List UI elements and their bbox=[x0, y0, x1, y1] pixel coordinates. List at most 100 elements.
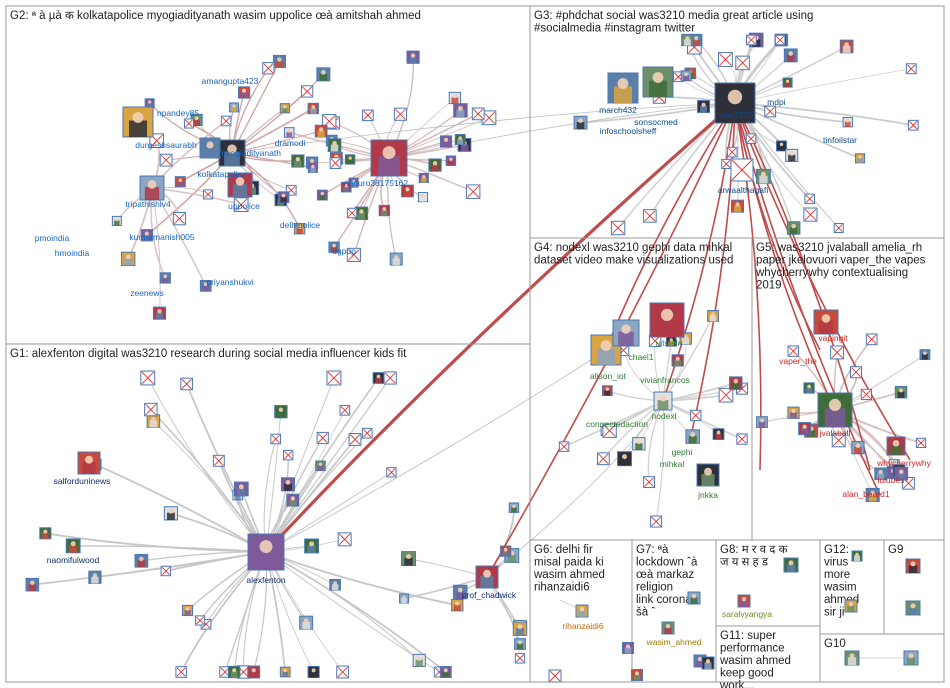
network-node-169[interactable] bbox=[690, 409, 702, 422]
network-node-135[interactable] bbox=[776, 140, 787, 152]
network-node-172[interactable] bbox=[671, 354, 684, 367]
network-node-11[interactable] bbox=[354, 206, 369, 221]
network-node-198[interactable] bbox=[851, 440, 865, 455]
network-node-175[interactable] bbox=[685, 429, 700, 444]
network-node-26[interactable] bbox=[362, 109, 374, 122]
network-node-84[interactable] bbox=[270, 433, 281, 445]
network-node-70[interactable] bbox=[163, 506, 179, 521]
hub-node-sonsocmed[interactable] bbox=[642, 66, 674, 98]
network-node-37[interactable] bbox=[314, 124, 328, 138]
network-node-4[interactable] bbox=[316, 189, 328, 201]
network-node-177[interactable] bbox=[643, 476, 655, 489]
network-node-102[interactable] bbox=[227, 665, 241, 679]
network-node-57[interactable] bbox=[121, 251, 136, 267]
network-node-86[interactable] bbox=[140, 370, 156, 386]
network-node-69[interactable] bbox=[372, 372, 385, 384]
network-node-50[interactable] bbox=[277, 191, 290, 203]
network-node-53[interactable] bbox=[174, 176, 186, 188]
network-node-6[interactable] bbox=[389, 252, 403, 266]
network-node-32[interactable] bbox=[340, 181, 352, 193]
network-node-43[interactable] bbox=[144, 98, 155, 109]
network-node-178[interactable] bbox=[617, 451, 632, 467]
network-node-203[interactable] bbox=[803, 382, 815, 394]
network-node-23[interactable] bbox=[406, 50, 420, 64]
network-node-47[interactable] bbox=[183, 118, 194, 129]
network-node-182[interactable] bbox=[597, 452, 610, 466]
network-node-173[interactable] bbox=[679, 332, 692, 345]
network-node-157[interactable] bbox=[755, 168, 771, 184]
network-node-17[interactable] bbox=[393, 107, 407, 121]
network-node-9[interactable] bbox=[378, 204, 391, 217]
hub-node-rajpuro38175162[interactable] bbox=[370, 139, 408, 177]
network-node-134[interactable] bbox=[804, 193, 815, 205]
hub-node-chael1[interactable] bbox=[612, 319, 640, 347]
network-node-36[interactable] bbox=[307, 102, 319, 115]
network-node-27[interactable] bbox=[454, 134, 466, 145]
hub-node-durgeshsaurabh[interactable] bbox=[122, 106, 154, 138]
network-node-149[interactable] bbox=[726, 146, 738, 158]
network-node-190[interactable] bbox=[831, 433, 846, 448]
hub-node-was3210[interactable] bbox=[714, 82, 756, 124]
network-node-79[interactable] bbox=[304, 538, 320, 554]
hub-node-whycherrywhy[interactable] bbox=[886, 436, 906, 456]
network-node-167[interactable] bbox=[718, 387, 734, 403]
network-node-103[interactable] bbox=[25, 577, 40, 592]
network-node-94[interactable] bbox=[315, 460, 326, 472]
network-node-155[interactable] bbox=[717, 52, 733, 67]
network-node-111[interactable] bbox=[279, 666, 291, 678]
network-node-145[interactable] bbox=[643, 209, 657, 223]
network-node-211[interactable] bbox=[687, 591, 701, 605]
network-node-61[interactable] bbox=[172, 212, 187, 226]
network-node-93[interactable] bbox=[348, 433, 362, 446]
network-node-191[interactable] bbox=[860, 388, 873, 401]
network-node-122[interactable] bbox=[512, 621, 528, 636]
network-node-64[interactable] bbox=[233, 197, 249, 213]
network-node-158[interactable] bbox=[842, 116, 853, 128]
network-node-46[interactable] bbox=[291, 154, 305, 168]
network-node-142[interactable] bbox=[681, 33, 694, 47]
network-node-96[interactable] bbox=[134, 553, 149, 568]
hub-node-vapingit[interactable] bbox=[813, 309, 839, 335]
network-node-58[interactable] bbox=[199, 279, 212, 292]
network-node-15[interactable] bbox=[401, 184, 414, 198]
network-node-66[interactable] bbox=[65, 538, 81, 554]
network-node-92[interactable] bbox=[144, 402, 158, 417]
network-node-197[interactable] bbox=[787, 345, 799, 357]
network-node-140[interactable] bbox=[745, 34, 757, 46]
network-node-139[interactable] bbox=[745, 133, 757, 144]
network-node-125[interactable] bbox=[782, 77, 793, 88]
network-node-123[interactable] bbox=[452, 584, 468, 600]
network-node-31[interactable] bbox=[465, 184, 481, 199]
hub-node-tripathishiv4[interactable] bbox=[139, 175, 165, 201]
network-node-112[interactable] bbox=[247, 665, 261, 679]
network-node-201[interactable] bbox=[894, 466, 909, 481]
network-node-62[interactable] bbox=[203, 189, 214, 200]
network-node-189[interactable] bbox=[787, 406, 800, 419]
network-node-77[interactable] bbox=[146, 414, 161, 428]
network-node-202[interactable] bbox=[919, 349, 931, 361]
network-node-124[interactable] bbox=[803, 207, 818, 222]
network-node-21[interactable] bbox=[283, 127, 295, 138]
network-node-143[interactable] bbox=[573, 115, 588, 130]
network-node-221[interactable] bbox=[701, 656, 715, 670]
network-node-210[interactable] bbox=[661, 621, 675, 635]
network-node-34[interactable] bbox=[316, 67, 331, 82]
network-node-119[interactable] bbox=[500, 545, 512, 557]
network-node-59[interactable] bbox=[111, 215, 122, 226]
network-node-51[interactable] bbox=[300, 85, 314, 98]
network-node-181[interactable] bbox=[729, 376, 743, 390]
network-node-194[interactable] bbox=[849, 366, 862, 379]
network-node-207[interactable] bbox=[548, 669, 562, 683]
network-node-20[interactable] bbox=[418, 172, 429, 184]
network-node-147[interactable] bbox=[785, 148, 799, 162]
hub-node-uppolice[interactable] bbox=[227, 172, 253, 198]
network-node-185[interactable] bbox=[874, 467, 887, 481]
network-node-164[interactable] bbox=[707, 310, 719, 322]
network-node-193[interactable] bbox=[894, 385, 908, 399]
network-node-146[interactable] bbox=[774, 34, 786, 46]
network-node-42[interactable] bbox=[159, 153, 173, 167]
network-node-209[interactable] bbox=[631, 669, 643, 681]
network-node-14[interactable] bbox=[428, 158, 442, 172]
network-node-13[interactable] bbox=[321, 114, 337, 129]
network-node-127[interactable] bbox=[907, 119, 919, 131]
